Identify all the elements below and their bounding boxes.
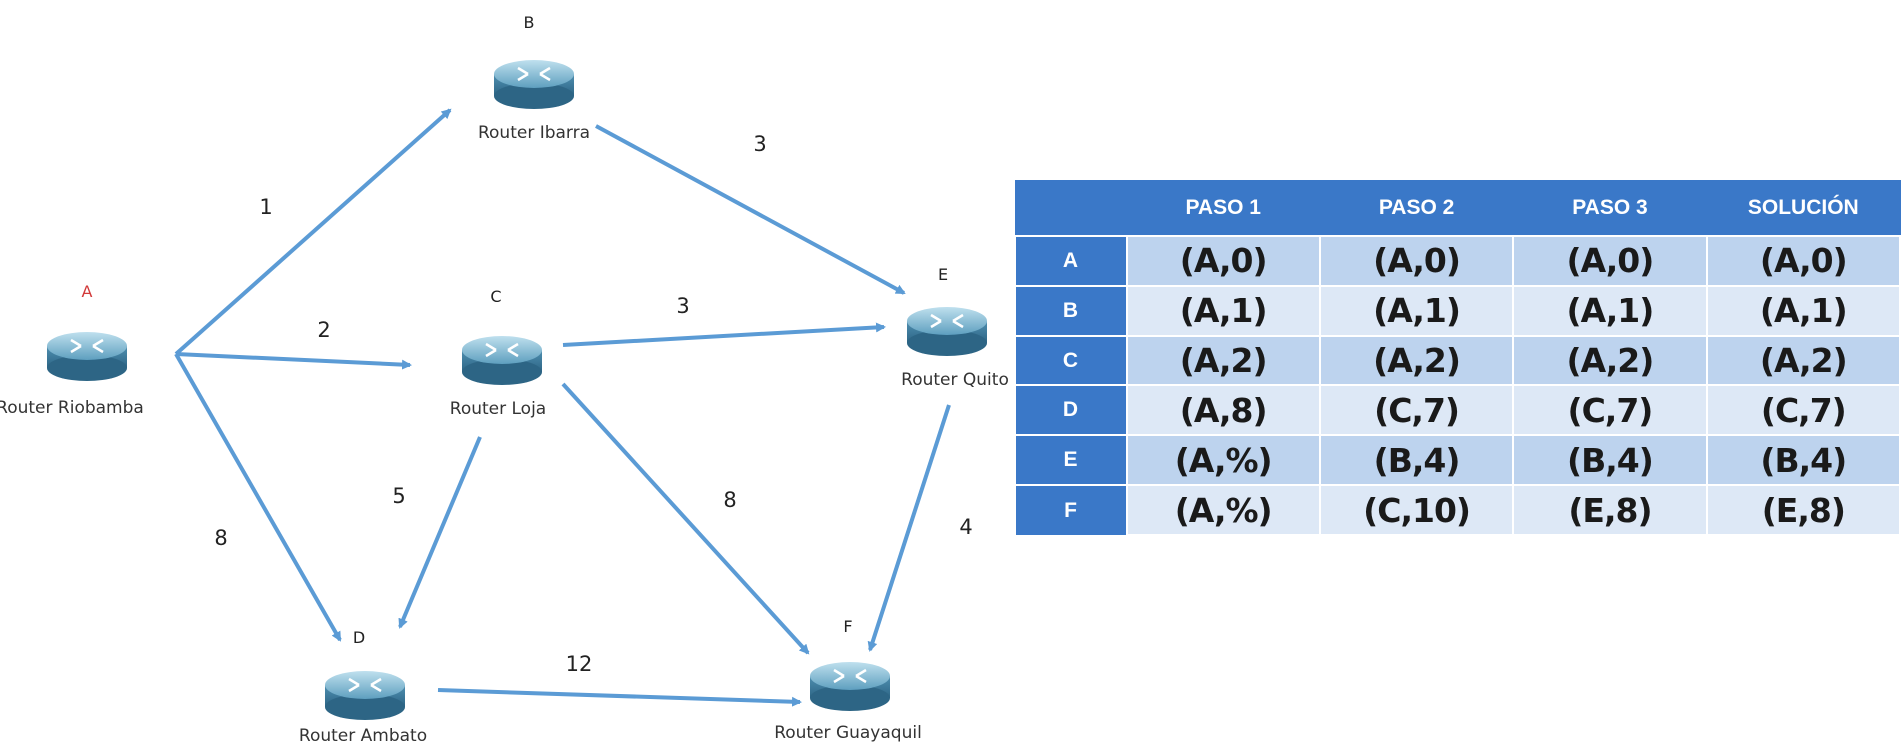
table-row: C (A,2) (A,2) (A,2) (A,2) xyxy=(1015,334,1901,387)
dijkstra-table: PASO 1 PASO 2 PASO 3 SOLUCIÓN A (A,0) (A… xyxy=(1015,180,1901,536)
router-icon xyxy=(462,336,542,385)
table-cell: (A,2) xyxy=(1125,334,1321,387)
edge-E-F xyxy=(867,404,951,652)
router-guayaquil: F Router Guayaquil xyxy=(774,617,922,743)
node-letter-c: C xyxy=(490,287,501,306)
table-cell: (A,8) xyxy=(1125,384,1321,437)
table-row: E (A,%) (B,4) (B,4) (B,4) xyxy=(1015,434,1901,487)
table-cell: (A,2) xyxy=(1705,334,1901,387)
table-cell: (A,%) xyxy=(1125,434,1321,487)
table-cell: (A,1) xyxy=(1512,284,1708,337)
edge-C-F xyxy=(561,382,810,655)
router-icon xyxy=(907,307,987,356)
edges-layer xyxy=(174,108,951,707)
table-row: B (A,1) (A,1) (A,1) (A,1) xyxy=(1015,284,1901,337)
node-name-a: Router Riobamba xyxy=(0,398,144,418)
node-name-d: Router Ambato xyxy=(299,726,427,746)
edge-A-C xyxy=(175,352,412,370)
row-label: B xyxy=(1015,284,1127,336)
table-cell: (E,8) xyxy=(1705,484,1901,536)
edge-B-E xyxy=(595,124,906,295)
table-cell: (A,0) xyxy=(1512,235,1708,287)
node-name-f: Router Guayaquil xyxy=(774,723,922,743)
router-ibarra: B Router Ibarra xyxy=(478,13,590,143)
row-label: C xyxy=(1015,334,1127,386)
node-name-b: Router Ibarra xyxy=(478,123,590,143)
router-ambato: D Router Ambato xyxy=(299,628,427,746)
header-paso-3: PASO 3 xyxy=(1512,180,1708,237)
table-cell: (C,10) xyxy=(1318,484,1515,536)
edge-C-D xyxy=(398,436,482,629)
table-cell: (B,4) xyxy=(1318,434,1515,487)
router-riobamba: A Router Riobamba xyxy=(0,282,144,418)
router-icon xyxy=(325,671,405,720)
header-paso-2: PASO 2 xyxy=(1319,180,1514,237)
network-diagram: 1 2 8 3 3 5 8 4 12 A Router Riobamba B R… xyxy=(0,13,1009,746)
node-letter-a: A xyxy=(82,282,93,301)
table-row: D (A,8) (C,7) (C,7) (C,7) xyxy=(1015,384,1901,437)
table-cell: (E,8) xyxy=(1512,484,1708,536)
table-row: A (A,0) (A,0) (A,0) (A,0) xyxy=(1015,235,1901,287)
table-cell: (C,7) xyxy=(1318,384,1515,437)
weight-B-E: 3 xyxy=(753,132,766,156)
table-cell: (A,%) xyxy=(1125,484,1321,536)
weight-A-C: 2 xyxy=(317,318,330,342)
router-icon xyxy=(494,60,574,109)
row-label: E xyxy=(1015,434,1127,486)
weight-C-F: 8 xyxy=(723,488,736,512)
header-corner xyxy=(1015,180,1127,237)
table-cell: (C,7) xyxy=(1705,384,1901,437)
weight-C-E: 3 xyxy=(676,294,689,318)
router-quito: E Router Quito xyxy=(901,265,1009,390)
edge-A-B xyxy=(174,108,452,356)
table-cell: (A,2) xyxy=(1512,334,1708,387)
table-cell: (B,4) xyxy=(1705,434,1901,487)
table-cell: (A,1) xyxy=(1318,284,1515,337)
weight-E-F: 4 xyxy=(959,515,972,539)
weight-D-F: 12 xyxy=(566,652,593,676)
node-name-c: Router Loja xyxy=(450,399,546,419)
table-header-row: PASO 1 PASO 2 PASO 3 SOLUCIÓN xyxy=(1015,180,1901,237)
node-letter-b: B xyxy=(524,13,535,32)
table-row: F (A,%) (C,10) (E,8) (E,8) xyxy=(1015,484,1901,536)
router-icon xyxy=(47,332,127,381)
table-cell: (B,4) xyxy=(1512,434,1708,487)
table-cell: (C,7) xyxy=(1512,384,1708,437)
node-letter-f: F xyxy=(843,617,852,636)
weight-A-D: 8 xyxy=(214,526,227,550)
weights-layer: 1 2 8 3 3 5 8 4 12 xyxy=(214,132,972,676)
steps-table: PASO 1 PASO 2 PASO 3 SOLUCIÓN A (A,0) (A… xyxy=(1015,180,1901,536)
node-letter-d: D xyxy=(353,628,365,647)
node-name-e: Router Quito xyxy=(901,370,1009,390)
table-cell: (A,1) xyxy=(1705,284,1901,337)
node-letter-e: E xyxy=(938,265,948,284)
row-label: A xyxy=(1015,235,1127,286)
table-cell: (A,0) xyxy=(1318,235,1515,287)
table-cell: (A,1) xyxy=(1125,284,1321,337)
weight-A-B: 1 xyxy=(259,195,272,219)
header-paso-1: PASO 1 xyxy=(1125,180,1321,237)
table-cell: (A,0) xyxy=(1125,235,1321,287)
weight-C-D: 5 xyxy=(392,484,405,508)
edge-A-D xyxy=(174,353,342,642)
table-cell: (A,0) xyxy=(1705,235,1901,287)
header-solucion: SOLUCIÓN xyxy=(1706,180,1901,237)
router-loja: C Router Loja xyxy=(450,287,546,419)
router-icon xyxy=(810,662,890,711)
edge-D-F xyxy=(437,688,802,707)
edge-C-E xyxy=(562,322,886,347)
row-label: D xyxy=(1015,384,1127,436)
table-cell: (A,2) xyxy=(1318,334,1515,387)
row-label: F xyxy=(1015,484,1127,535)
